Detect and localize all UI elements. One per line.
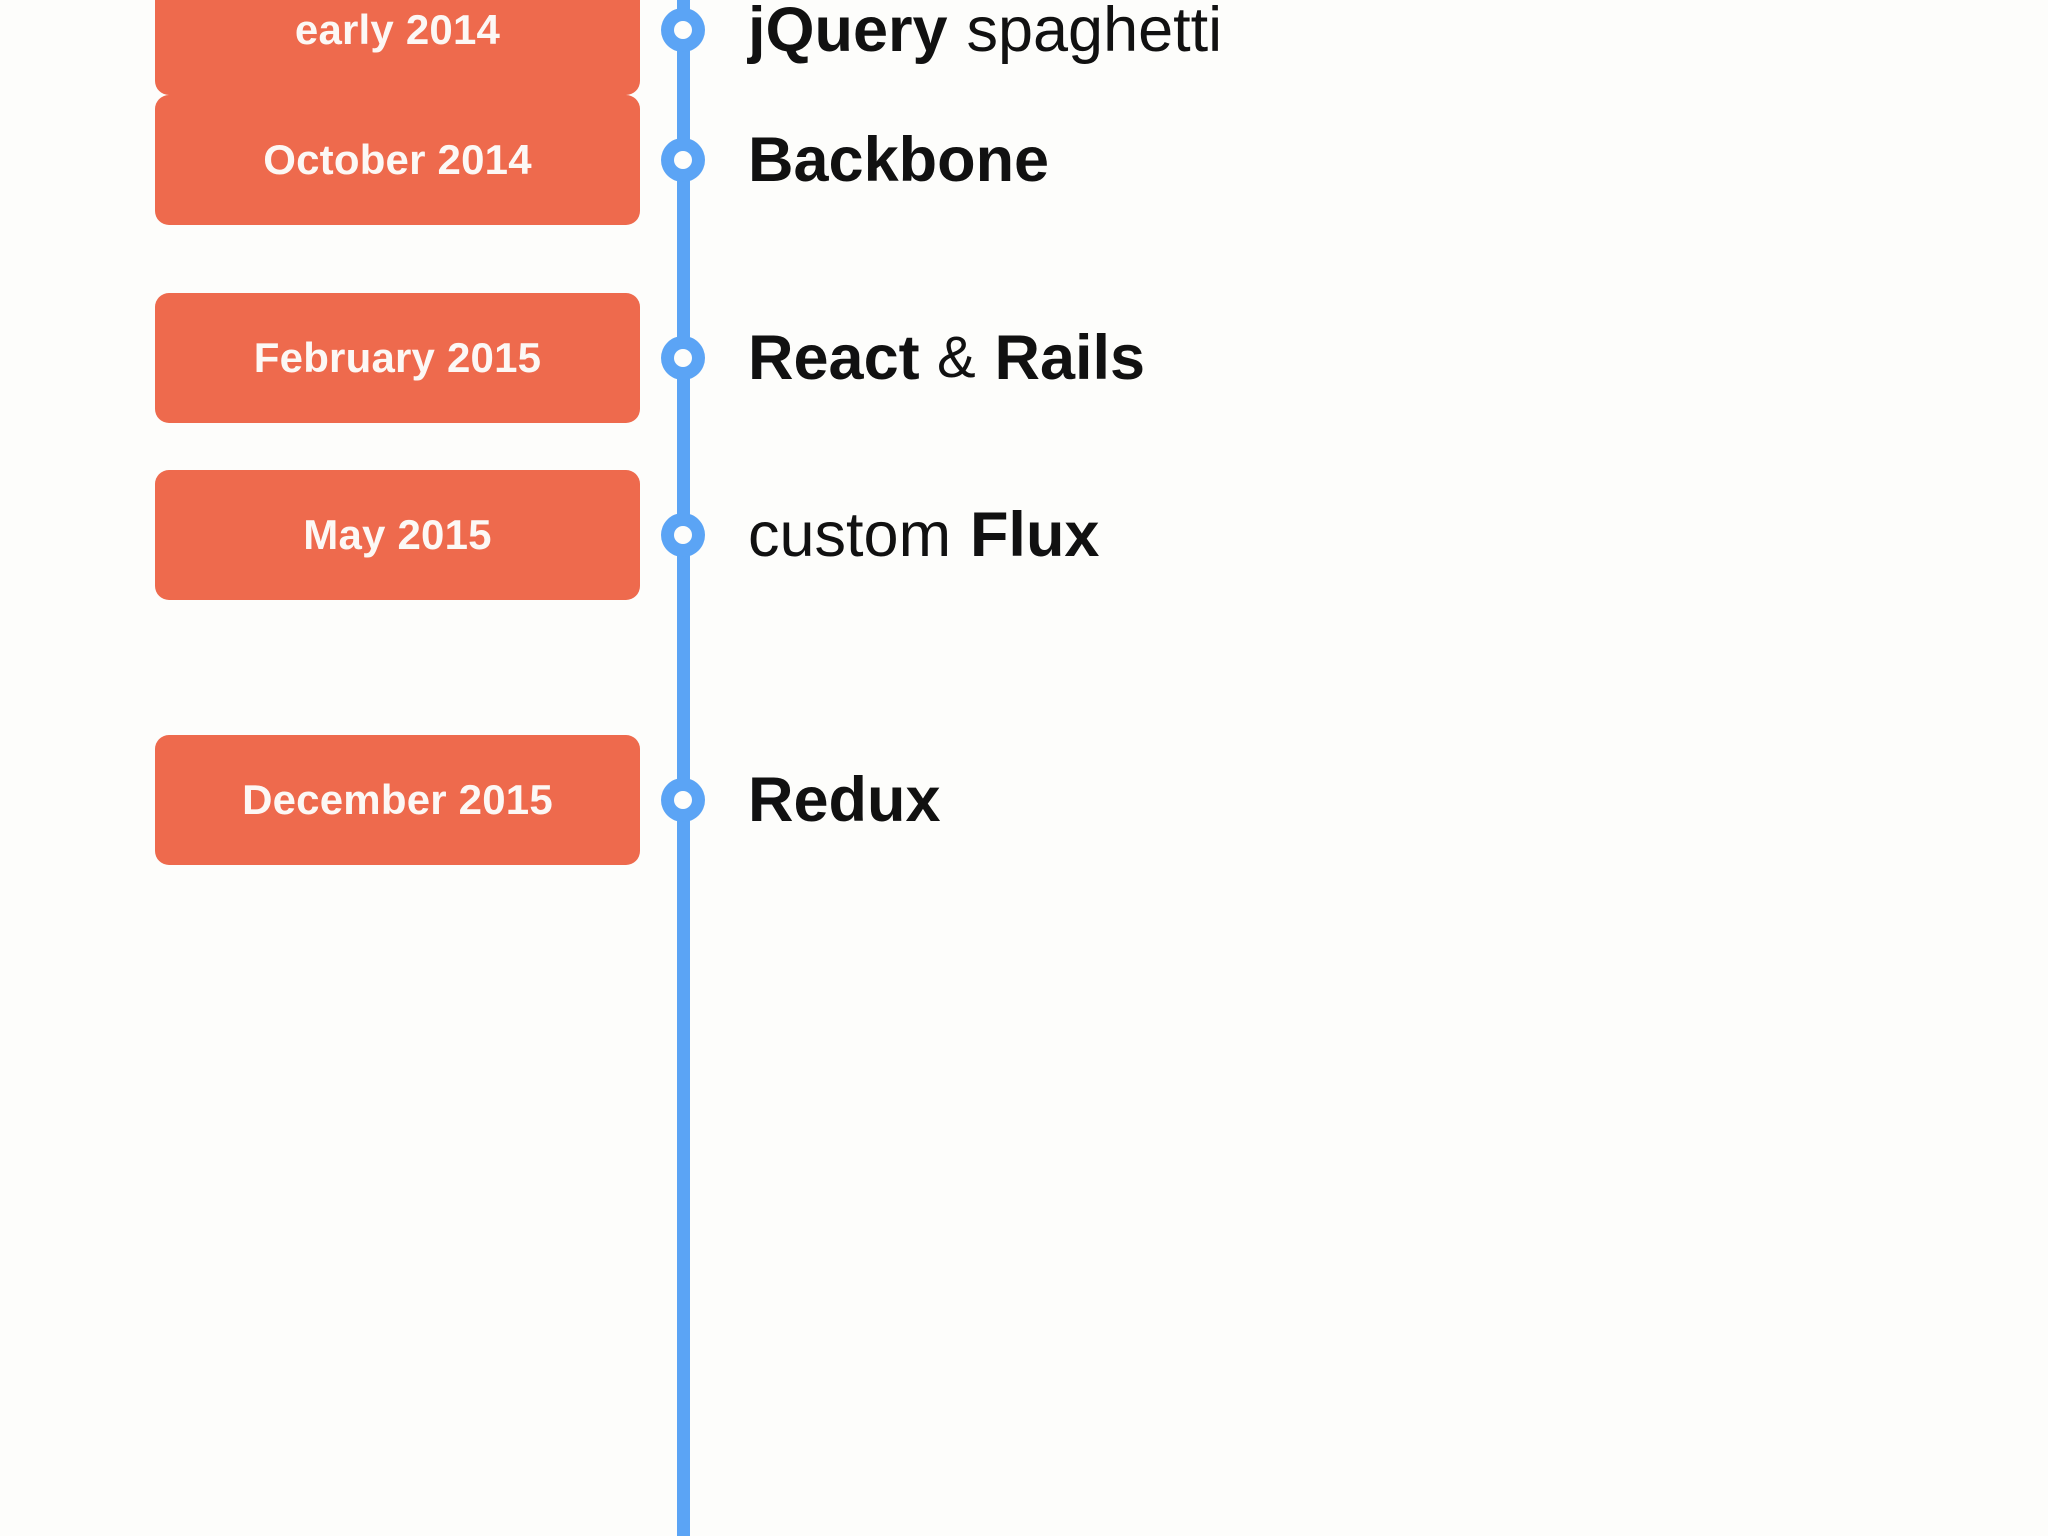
- date-pill[interactable]: early 2014: [155, 0, 640, 95]
- date-pill[interactable]: May 2015: [155, 470, 640, 600]
- timeline-dot-icon: [661, 336, 705, 380]
- timeline-rail: [677, 0, 690, 1536]
- timeline-dot-icon: [661, 138, 705, 182]
- date-pill[interactable]: December 2015: [155, 735, 640, 865]
- timeline-dot-icon: [661, 513, 705, 557]
- timeline-dot-icon: [661, 8, 705, 52]
- timeline-dot-icon: [661, 778, 705, 822]
- date-pill[interactable]: October 2014: [155, 95, 640, 225]
- date-pill[interactable]: February 2015: [155, 293, 640, 423]
